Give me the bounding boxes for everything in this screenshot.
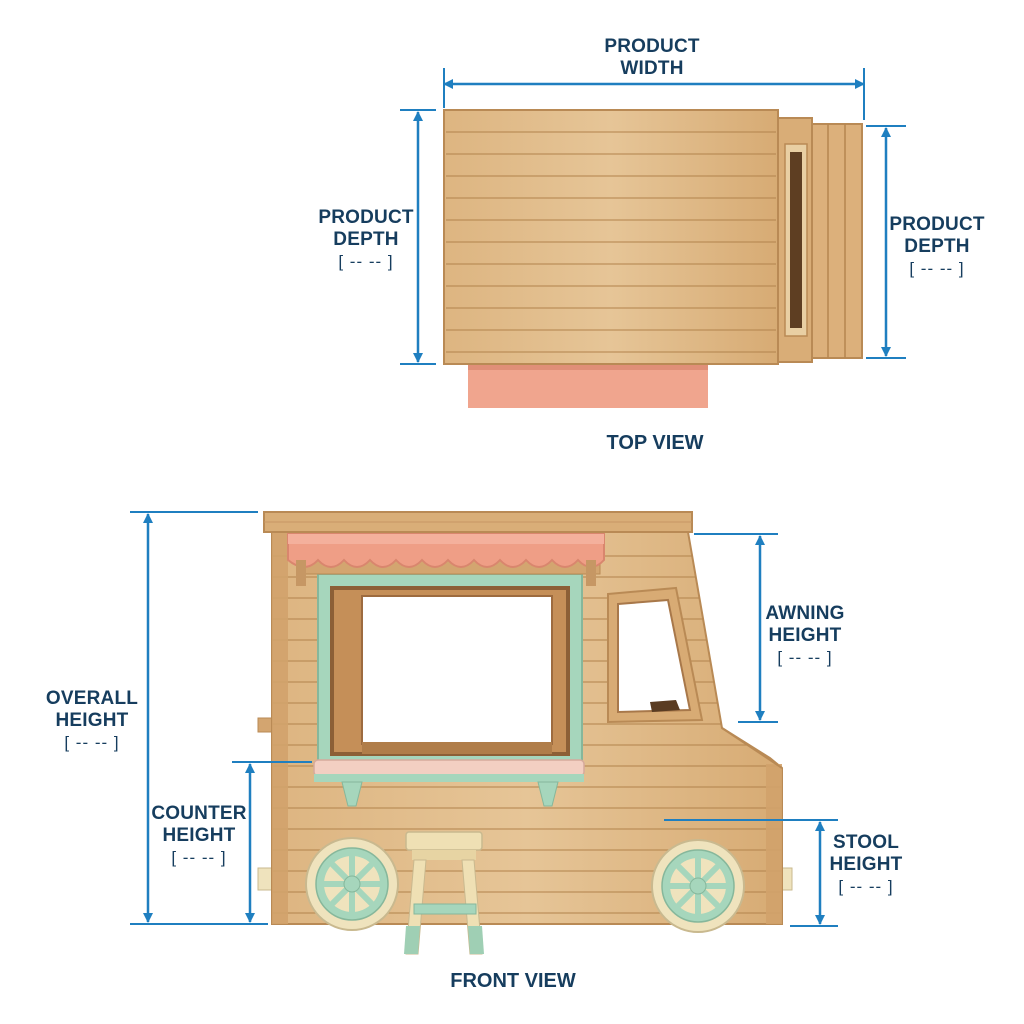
stool [404, 831, 484, 955]
front-view-drawing [130, 511, 838, 955]
product-depth-left-label: PRODUCT DEPTH [ -- -- ] [318, 207, 414, 271]
counter [313, 759, 585, 777]
product-width-label: PRODUCT WIDTH [604, 36, 700, 79]
service-window-opening [361, 595, 553, 745]
front-wheel-left [305, 837, 399, 931]
overall-height-label: OVERALL HEIGHT [ -- -- ] [45, 688, 139, 752]
top-view-caption: TOP VIEW [606, 432, 704, 454]
front-wheel-right [651, 839, 745, 933]
product-depth-right-label: PRODUCT DEPTH [ -- -- ] [889, 214, 985, 278]
top-view-drawing [400, 68, 906, 408]
counter-height-label: COUNTER HEIGHT [ -- -- ] [151, 803, 247, 867]
awning-height-label: AWNING HEIGHT [ -- -- ] [765, 603, 845, 667]
top-roof [443, 109, 779, 365]
top-cab-panels [811, 123, 863, 359]
front-view-caption: FRONT VIEW [450, 970, 576, 992]
stool-height-label: STOOL HEIGHT [ -- -- ] [829, 832, 903, 896]
cab-window-opening [617, 598, 692, 714]
